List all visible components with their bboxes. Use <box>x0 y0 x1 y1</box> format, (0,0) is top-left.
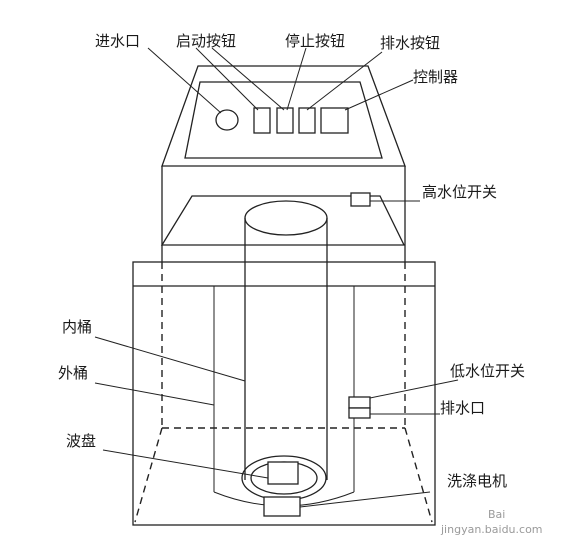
cabinet <box>132 261 436 526</box>
label-inner-tub: 内桶 <box>62 318 92 336</box>
stop-button-icon <box>276 107 294 134</box>
label-high-water-switch: 高水位开关 <box>422 183 497 201</box>
label-wash-motor: 洗涤电机 <box>447 472 507 490</box>
leader-lines <box>94 47 459 508</box>
labels: 进水口 启动按钮 停止按钮 排水按钮 控制器 高水位开关 内桶 外桶 低水位开关… <box>58 32 525 490</box>
watermark-brand: Bai <box>488 508 505 521</box>
label-drain-button: 排水按钮 <box>380 34 440 52</box>
low-water-switch-icon <box>348 396 371 409</box>
label-drain-outlet: 排水口 <box>440 399 485 417</box>
label-start-button: 启动按钮 <box>176 32 236 50</box>
impeller-hub-icon <box>267 461 299 485</box>
water-inlet-icon <box>215 109 239 131</box>
label-impeller: 波盘 <box>66 432 96 450</box>
watermark-url: jingyan.baidu.com <box>440 523 543 536</box>
label-stop-button: 停止按钮 <box>285 32 345 50</box>
label-inlet: 进水口 <box>95 32 140 50</box>
start-button-icon <box>253 107 271 134</box>
inner-tub <box>244 200 328 480</box>
controller-icon <box>320 107 349 134</box>
label-low-water-switch: 低水位开关 <box>450 362 525 380</box>
wash-motor-icon <box>263 496 301 517</box>
lid-section <box>160 166 406 262</box>
drain-button-icon <box>298 107 316 134</box>
inner-tub-rim <box>244 200 328 236</box>
lid-opening <box>160 195 406 246</box>
cabinet-outline <box>132 261 436 526</box>
high-water-switch-icon <box>350 192 371 207</box>
control-panel <box>161 65 406 167</box>
watermark: Bai jingyan.baidu.com <box>440 508 543 536</box>
label-outer-tub: 外桶 <box>58 364 88 382</box>
label-controller: 控制器 <box>413 68 458 86</box>
impeller-assembly <box>241 455 327 517</box>
control-panel-inner <box>184 81 383 159</box>
drain-outlet-icon <box>348 407 371 419</box>
